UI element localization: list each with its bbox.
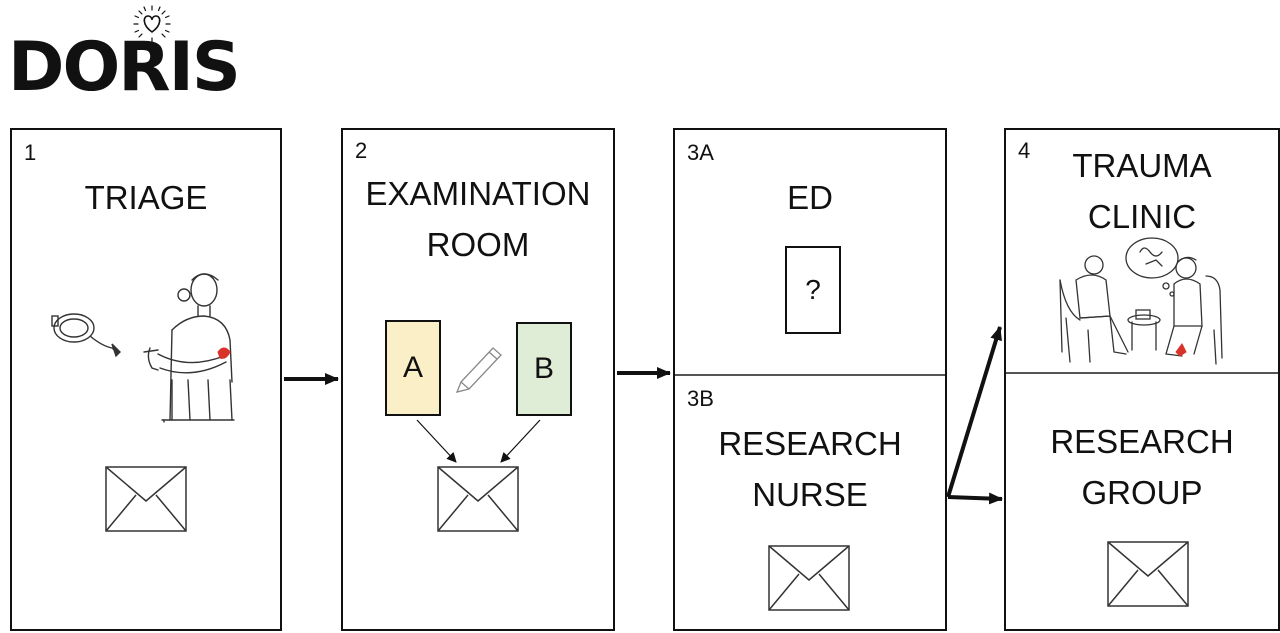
arrow-b-to-envelope xyxy=(500,419,541,463)
panel-examination-room: 2 EXAMINATION ROOM A B xyxy=(341,128,615,631)
logo-wordmark: DORIS xyxy=(8,28,241,107)
section-divider xyxy=(675,374,945,376)
envelope-icon xyxy=(437,466,519,532)
envelope-icon xyxy=(768,545,850,611)
arrow-a-to-envelope xyxy=(416,419,457,463)
panel-title: EXAMINATION ROOM xyxy=(365,175,591,264)
injury-mark xyxy=(217,347,231,359)
step-number: 3B xyxy=(687,386,714,411)
triage-illustrations xyxy=(51,273,235,532)
step-number: 3A xyxy=(687,140,714,165)
form-b: B xyxy=(516,322,572,416)
form-label: B xyxy=(533,352,554,385)
consultation-illustration xyxy=(1059,237,1223,365)
step-number: 2 xyxy=(355,138,368,163)
section-title-research-group: RESEARCH GROUP xyxy=(1050,423,1234,512)
envelope-icon xyxy=(1107,541,1189,607)
panel-ed-research-nurse: 3A ED ? 3B RESEARCH NURSE xyxy=(673,128,947,631)
panel-trauma-clinic-research-group: 4 TRAUMA CLINIC xyxy=(1004,128,1280,631)
form-label: A xyxy=(402,351,423,384)
question-box: ? xyxy=(785,246,841,334)
question-mark: ? xyxy=(805,274,821,305)
research-group-illustrations xyxy=(1107,541,1189,607)
arrow-nurse-to-trauma-clinic xyxy=(946,326,1002,498)
step-number: 4 xyxy=(1018,138,1031,163)
section-divider xyxy=(1006,372,1278,374)
section-title-research-nurse: RESEARCH NURSE xyxy=(718,425,902,514)
panel-title: TRIAGE xyxy=(84,179,208,216)
injury-mark xyxy=(1175,343,1187,357)
research-nurse-illustrations xyxy=(768,545,850,611)
examination-illustrations xyxy=(416,347,541,532)
tape-measure-icon xyxy=(51,313,121,358)
patient-holding-arm-illustration xyxy=(143,273,235,423)
trauma-clinic-illustrations xyxy=(1059,237,1223,365)
panel-triage: 1 TRIAGE xyxy=(10,128,282,631)
form-a: A xyxy=(385,320,441,416)
section-title-ed: ED xyxy=(787,179,833,216)
pencil-icon xyxy=(455,347,502,393)
doris-logo: DORIS xyxy=(8,4,241,108)
section-title-trauma-clinic: TRAUMA CLINIC xyxy=(1072,147,1212,236)
envelope-icon xyxy=(105,466,187,532)
heart-icon xyxy=(133,5,171,43)
arrow-nurse-to-research-group xyxy=(947,492,1003,505)
step-number: 1 xyxy=(24,140,37,165)
